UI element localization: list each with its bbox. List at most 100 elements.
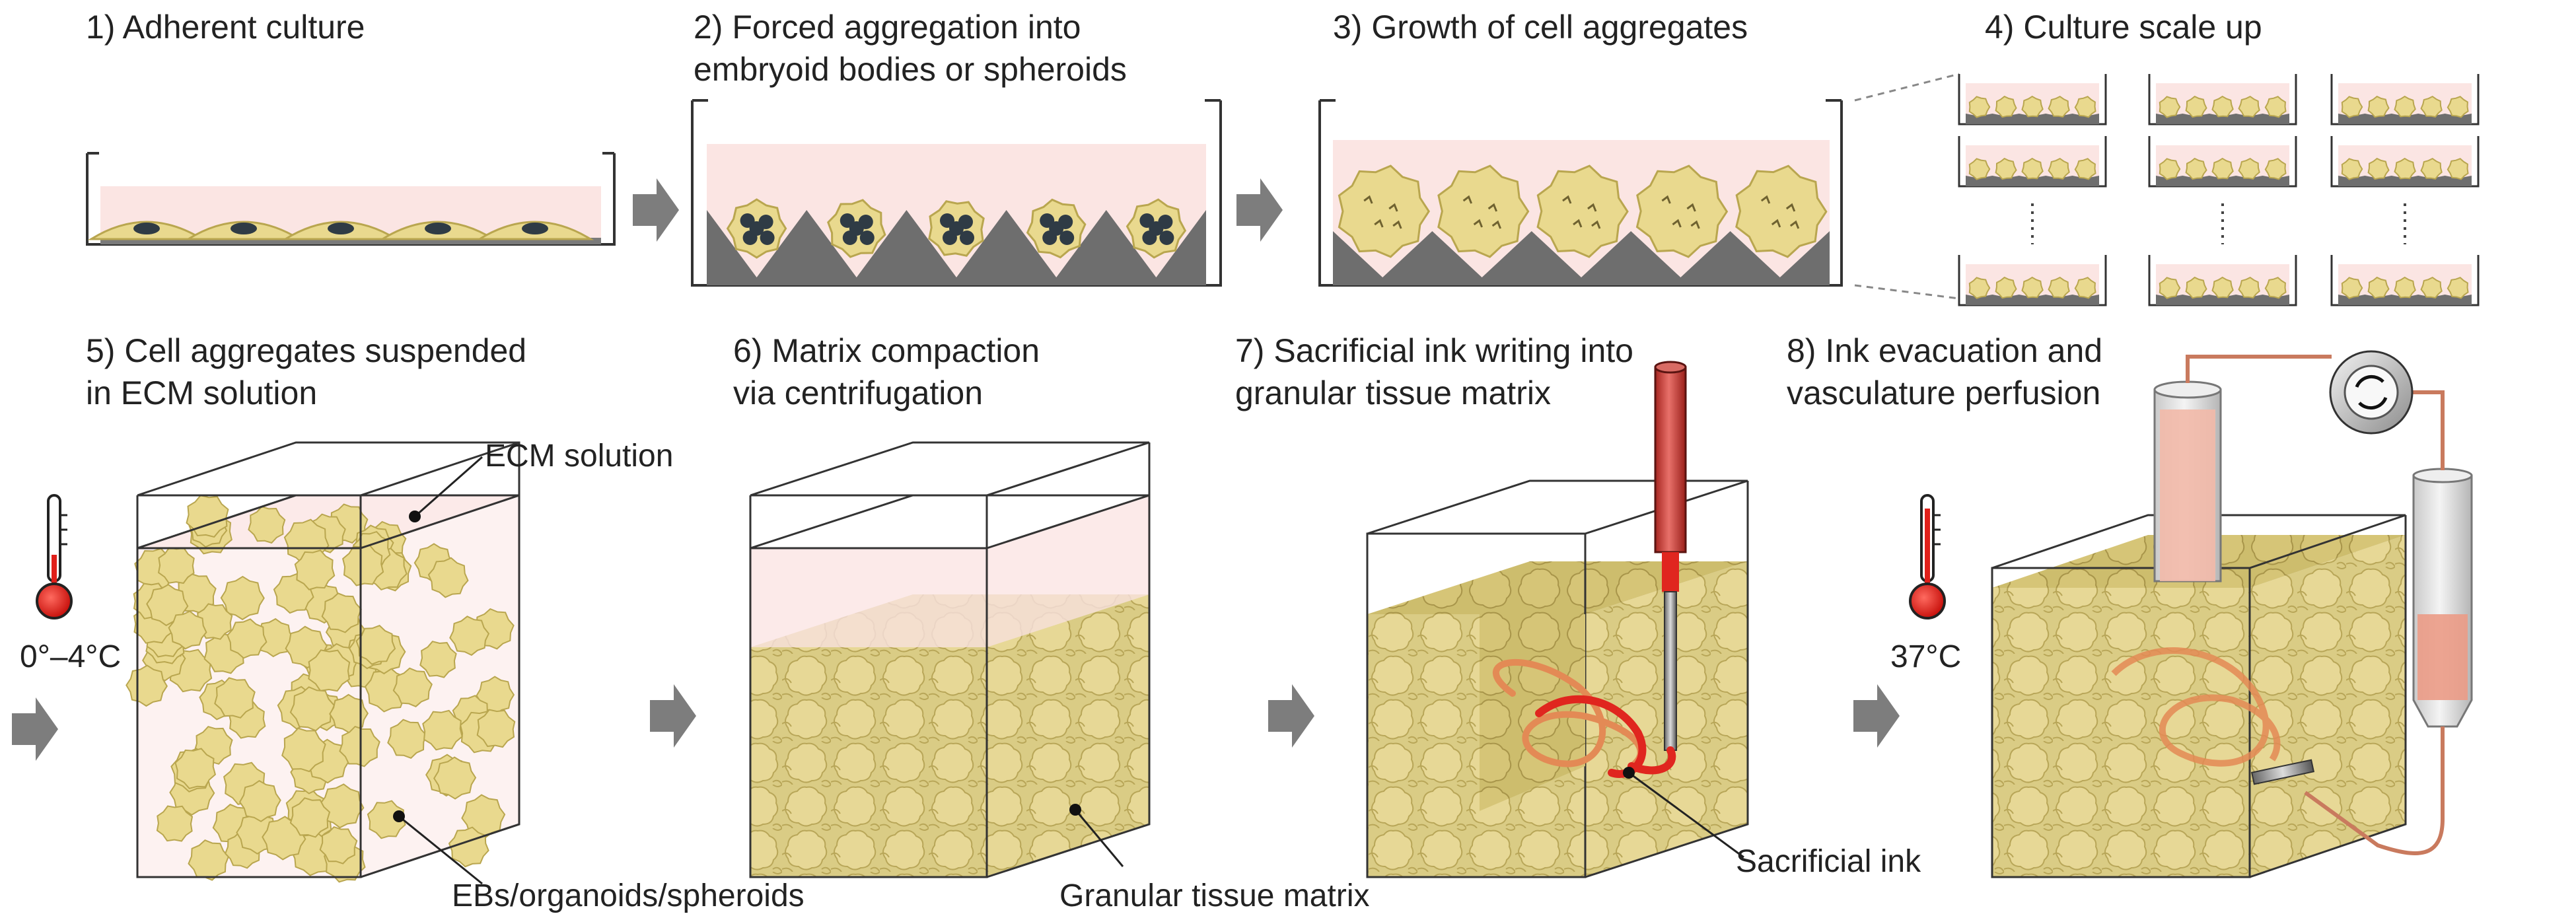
floating-aggregate [248, 506, 286, 544]
cell-nucleus [1159, 230, 1174, 245]
mini-aggregate [2211, 95, 2234, 118]
step-2-title-line-2: embryoid bodies or spheroids [694, 51, 1127, 88]
rotation-arrows [2355, 374, 2388, 410]
cell-nucleus [1049, 221, 1064, 236]
plate-substrate [2156, 295, 2289, 305]
mini-aggregate [2211, 157, 2234, 180]
step-arrow-icon [633, 178, 679, 242]
step-7-tissue-cube [1366, 479, 1749, 878]
cell-nucleus [1149, 221, 1164, 236]
mini-culture-plate [2148, 136, 2297, 188]
lid-edge [137, 441, 520, 497]
cube-side-edge [986, 495, 1151, 878]
mini-aggregate [2341, 96, 2363, 118]
mini-aggregate [2238, 157, 2260, 180]
step-arrow-icon [1853, 684, 1900, 748]
mini-aggregate [2447, 158, 2469, 180]
plate-substrate [1966, 114, 2099, 124]
floating-aggregate [476, 709, 516, 748]
cell-nucleus [960, 230, 974, 245]
step-1-title: 1) Adherent culture [86, 9, 365, 46]
floating-aggregate [125, 664, 168, 707]
floating-aggregate [289, 686, 336, 732]
mini-aggregate [2394, 157, 2416, 180]
mini-culture-plate [2148, 74, 2297, 125]
mini-aggregate [2185, 95, 2207, 118]
mini-aggregate [2264, 277, 2287, 299]
step-arrows [12, 178, 1900, 761]
cube-front-edge [749, 547, 988, 878]
cell-nucleus [749, 221, 764, 236]
floating-aggregate [387, 719, 427, 759]
step-5-cube-outline [136, 494, 520, 878]
floating-aggregate [281, 727, 326, 773]
ecm-solution-label: ECM solution [485, 439, 673, 474]
reservoir-fluid [2417, 614, 2468, 700]
step-6-tissue-cube [749, 494, 1151, 878]
step-5-title-line-1: 5) Cell aggregates suspended [86, 332, 526, 369]
cell-mark [1473, 219, 1483, 228]
floating-aggregate [308, 649, 351, 692]
mini-aggregate [2420, 157, 2443, 180]
mini-aggregate [2394, 95, 2416, 118]
mini-aggregate [2159, 96, 2181, 118]
step-8-title-line-2: vasculature perfusion [1787, 374, 2100, 411]
cell-mark [1591, 220, 1601, 229]
step-3-title: 3) Growth of cell aggregates [1333, 9, 1748, 46]
reservoir-fluid [2160, 409, 2215, 581]
floating-aggregate [419, 641, 457, 678]
callout-sacrificial-ink: Sacrificial ink [1623, 767, 1921, 879]
reservoir-top [2412, 468, 2473, 483]
cube-front-edge [1991, 567, 2251, 878]
cube-front-edge [136, 547, 362, 878]
cell-nucleus [522, 223, 548, 234]
cube-top-edge [750, 494, 1150, 549]
step-8-title-line-1: 8) Ink evacuation and [1787, 332, 2102, 369]
floating-aggregate [341, 544, 384, 586]
cell-mark [1392, 220, 1402, 229]
cell-nucleus [1059, 230, 1075, 245]
thermometer-cold-icon [36, 494, 73, 619]
floating-aggregate [220, 575, 265, 621]
step-4-plate-array [1958, 74, 2480, 306]
plate-substrate [2156, 176, 2289, 186]
cell-mark [1462, 195, 1472, 204]
floating-aggregate [392, 667, 433, 707]
grown-aggregate [1635, 164, 1729, 258]
mini-aggregate [2238, 95, 2260, 118]
floating-aggregate [214, 677, 256, 719]
cell-nucleus [133, 223, 160, 234]
granular-matrix-label: Granular tissue matrix [1059, 878, 1369, 913]
microwell-substrate [707, 210, 1206, 285]
mini-aggregate [2074, 96, 2096, 118]
scale-up-zoom-lines [1854, 73, 1960, 300]
mini-aggregate [2447, 277, 2469, 299]
cell-mark [1388, 203, 1398, 212]
step-7-title-line-1: 7) Sacrificial ink writing into [1235, 332, 1633, 369]
callout-ebs: EBs/organoids/spheroids [393, 810, 805, 913]
ecm-liquid [750, 495, 1149, 647]
cell-nucleus [760, 230, 775, 245]
mini-aggregate [2021, 157, 2044, 180]
cube-top-edge [137, 494, 520, 549]
grown-aggregates [1338, 164, 1828, 258]
mini-aggregate [2238, 276, 2260, 299]
cube-side-edge [2249, 515, 2407, 878]
step-3-microwell-plate [1318, 99, 1843, 287]
step-5-lid-edge [137, 441, 520, 497]
cell-mark [1690, 220, 1700, 229]
floating-aggregate [427, 557, 469, 598]
mini-aggregate [1968, 96, 1991, 118]
cell-mark [1374, 219, 1384, 228]
step-2-title-line-1: 2) Forced aggregation into [694, 9, 1081, 46]
mini-aggregate [2185, 276, 2207, 299]
cell-mark [1587, 203, 1597, 212]
cube-side-edge [1585, 481, 1749, 878]
mini-aggregate [1968, 158, 1991, 180]
cell-nucleus [231, 223, 257, 234]
mini-aggregate [1995, 95, 2017, 118]
floating-aggregate [168, 610, 207, 650]
nozzle-icon [1654, 366, 1687, 553]
cell-mark [1661, 195, 1671, 204]
mini-culture-plate [1958, 74, 2107, 125]
